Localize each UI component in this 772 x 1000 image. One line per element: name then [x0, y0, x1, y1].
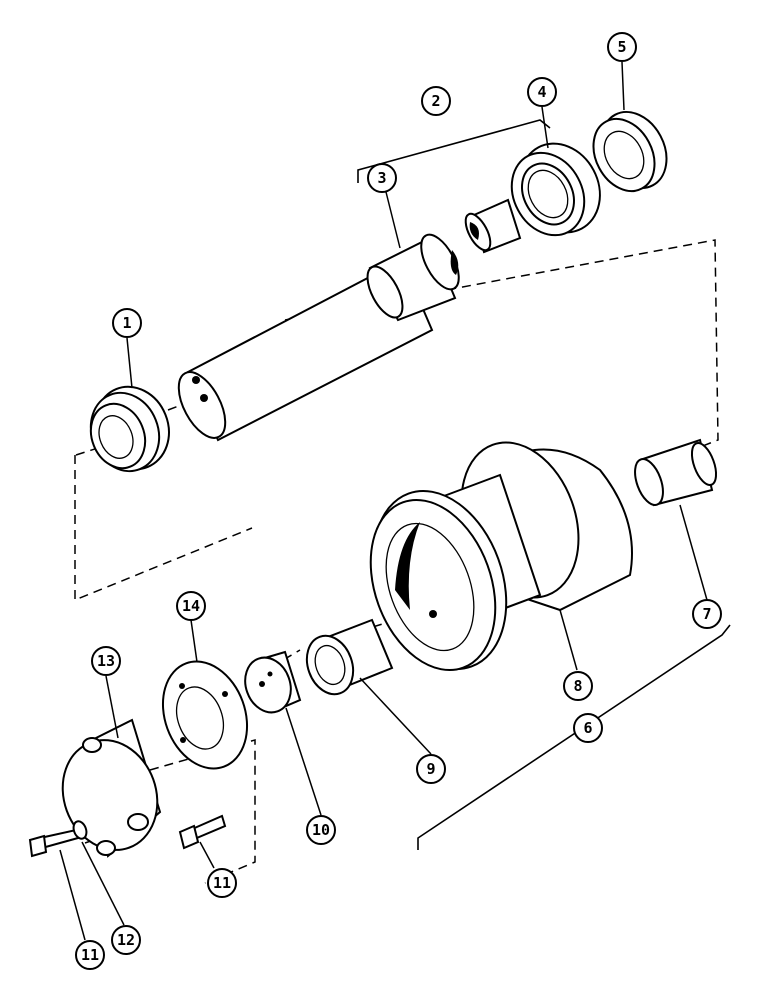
svg-text:6: 6 [583, 719, 592, 737]
callout-2: 2 [421, 86, 451, 116]
roller-body-part-8 [369, 441, 633, 672]
callout-11-right: 11 [207, 868, 237, 898]
end-cap-part-13 [61, 718, 162, 858]
callout-7: 7 [692, 599, 722, 629]
shaft-end-section [464, 198, 522, 254]
callout-8: 8 [563, 671, 593, 701]
svg-text:2: 2 [431, 92, 440, 110]
group-bracket-6 [417, 624, 731, 850]
svg-text:10: 10 [312, 821, 330, 839]
callout-13: 13 [91, 646, 121, 676]
gasket-part-14 [161, 660, 249, 770]
callout-3: 3 [367, 163, 397, 193]
callout-12: 12 [111, 925, 141, 955]
sleeve-part-7 [634, 438, 718, 507]
seal-ring-part-1 [89, 385, 170, 473]
svg-text:3: 3 [377, 169, 386, 187]
leader-lines [59, 61, 708, 941]
bolt-part-11-right [178, 814, 227, 850]
svg-text:5: 5 [617, 38, 626, 56]
svg-text:13: 13 [97, 652, 115, 670]
collar-part-5 [592, 110, 668, 193]
callout-11-left: 11 [75, 940, 105, 970]
svg-text:8: 8 [573, 677, 582, 695]
callout-6: 6 [573, 713, 603, 743]
svg-text:12: 12 [117, 931, 135, 949]
callout-14: 14 [176, 591, 206, 621]
svg-text:11: 11 [213, 874, 231, 892]
svg-text:11: 11 [81, 946, 99, 964]
svg-text:7: 7 [702, 605, 711, 623]
svg-text:1: 1 [122, 314, 131, 332]
svg-text:14: 14 [182, 597, 200, 615]
bearing-part-4 [510, 142, 601, 237]
callout-9: 9 [416, 754, 446, 784]
thrust-washer-part-10 [244, 650, 302, 714]
callout-5: 5 [607, 32, 637, 62]
bushing-part-9 [305, 618, 394, 696]
callout-10: 10 [306, 815, 336, 845]
svg-text:9: 9 [426, 760, 435, 778]
bolt-part-11-left [28, 828, 80, 858]
callout-4: 4 [527, 77, 557, 107]
shaft-part-3 [177, 233, 460, 442]
washer-part-12 [72, 820, 88, 840]
callout-1: 1 [112, 308, 142, 338]
svg-text:4: 4 [537, 83, 546, 101]
